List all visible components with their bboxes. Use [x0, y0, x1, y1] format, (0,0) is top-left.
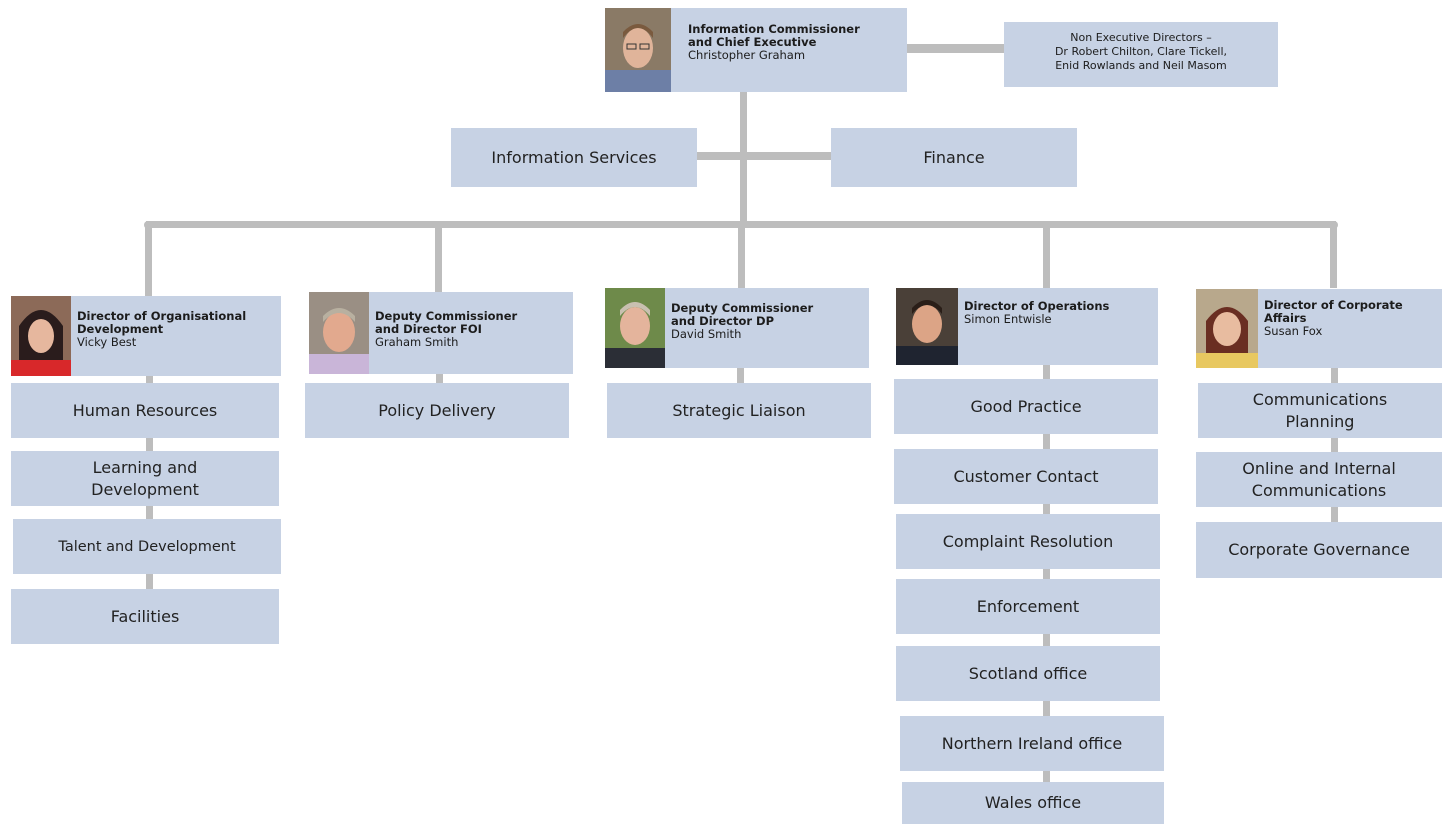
connector-drop-3 — [738, 226, 745, 288]
director-role: Deputy Commissioner — [671, 301, 814, 315]
director-name: Graham Smith — [375, 335, 459, 349]
director-role: Development — [77, 322, 164, 336]
unit-complaint-resolution: Complaint Resolution — [896, 514, 1160, 569]
person-photo-icon — [309, 292, 369, 374]
unit-corporate-governance: Corporate Governance — [1196, 522, 1442, 578]
director-role: Director of Corporate — [1264, 298, 1403, 312]
unit-human-resources: Human Resources — [11, 383, 279, 438]
connector-spine-3 — [737, 367, 744, 383]
connector-ceo-nonexec — [906, 44, 1004, 53]
unit-online-and-internal-communications: Online and Internal Communications — [1196, 452, 1442, 507]
person-photo-icon — [1196, 289, 1258, 368]
director-name: David Smith — [671, 327, 742, 341]
connector-drop-1 — [145, 226, 152, 296]
director-card-4: Director of Operations Simon Entwisle — [896, 288, 1158, 365]
connector-horizontal-bar — [146, 221, 1336, 228]
director-text: Director of Operations Simon Entwisle — [958, 288, 1115, 365]
connector-drop-4 — [1043, 226, 1050, 288]
non-exec-line2: Dr Robert Chilton, Clare Tickell, — [1054, 45, 1228, 58]
connector-spine-2 — [436, 373, 443, 383]
unit-customer-contact: Customer Contact — [894, 449, 1158, 504]
connector-drop-2 — [435, 226, 442, 292]
director-card-3: Deputy Commissioner and Director DP Davi… — [605, 288, 869, 368]
unit-northern-ireland-office: Northern Ireland office — [900, 716, 1164, 771]
person-photo-icon — [605, 288, 665, 368]
director-role: and Director DP — [671, 314, 775, 328]
director-role: Director of Operations — [964, 299, 1110, 313]
unit-policy-delivery: Policy Delivery — [305, 383, 569, 438]
finance-box: Finance — [831, 128, 1077, 187]
unit-talent-and-development: Talent and Development — [13, 519, 281, 574]
connector-dot — [144, 221, 152, 229]
ceo-role-line1: Information Commissioner — [688, 22, 860, 36]
director-role: Deputy Commissioner — [375, 309, 518, 323]
director-card-2: Deputy Commissioner and Director FOI Gra… — [309, 292, 573, 374]
connector-dot — [1330, 221, 1338, 229]
director-role: Affairs — [1264, 311, 1307, 325]
ceo-name: Christopher Graham — [688, 48, 806, 62]
ceo-text: Information Commissioner and Chief Execu… — [671, 8, 866, 92]
director-role: and Director FOI — [375, 322, 482, 336]
non-exec-line1: Non Executive Directors – — [1070, 31, 1212, 44]
person-photo-icon — [896, 288, 958, 365]
unit-scotland-office: Scotland office — [896, 646, 1160, 701]
director-role: Director of Organisational — [77, 309, 247, 323]
non-executive-directors-box: Non Executive Directors – Dr Robert Chil… — [1004, 22, 1278, 87]
director-text: Director of Corporate Affairs Susan Fox — [1258, 289, 1409, 368]
director-text: Director of Organisational Development V… — [71, 296, 252, 376]
director-card-1: Director of Organisational Development V… — [11, 296, 281, 376]
unit-strategic-liaison: Strategic Liaison — [607, 383, 871, 438]
unit-communications-planning: Communications Planning — [1198, 383, 1442, 438]
director-card-5: Director of Corporate Affairs Susan Fox — [1196, 289, 1442, 368]
director-name: Vicky Best — [77, 335, 137, 349]
connector-spine-5 — [1331, 367, 1338, 527]
person-photo-icon — [11, 296, 71, 376]
unit-wales-office: Wales office — [902, 782, 1164, 824]
person-photo-icon — [605, 8, 671, 92]
non-exec-line3: Enid Rowlands and Neil Masom — [1055, 59, 1227, 72]
director-text: Deputy Commissioner and Director FOI Gra… — [369, 292, 523, 374]
unit-learning-and-development: Learning and Development — [11, 451, 279, 506]
unit-good-practice: Good Practice — [894, 379, 1158, 434]
director-name: Susan Fox — [1264, 324, 1323, 338]
ceo-role-line2: and Chief Executive — [688, 35, 817, 49]
connector-spine-4 — [1043, 364, 1050, 784]
director-name: Simon Entwisle — [964, 312, 1052, 326]
director-text: Deputy Commissioner and Director DP Davi… — [665, 288, 819, 368]
ceo-card: Information Commissioner and Chief Execu… — [605, 8, 907, 92]
information-services-box: Information Services — [451, 128, 697, 187]
unit-facilities: Facilities — [11, 589, 279, 644]
connector-drop-5 — [1330, 226, 1337, 288]
connector-support — [696, 152, 832, 160]
unit-enforcement: Enforcement — [896, 579, 1160, 634]
